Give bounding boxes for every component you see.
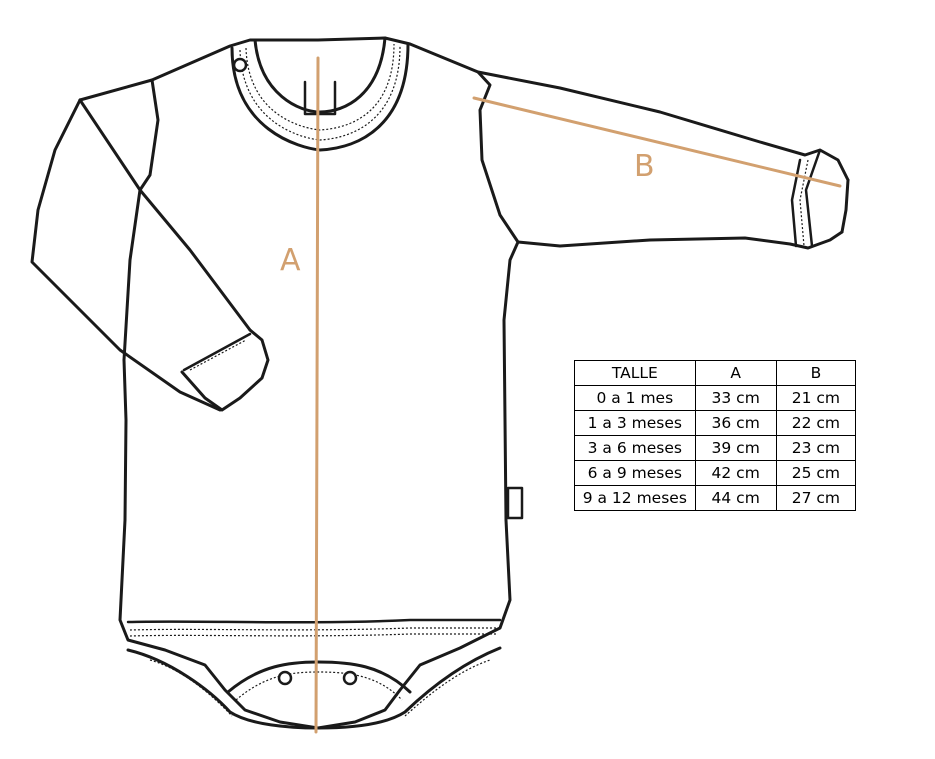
a-cell: 39 cm bbox=[694, 435, 777, 461]
right-cuff-edge bbox=[840, 178, 850, 234]
size-cell: 9 a 12 meses bbox=[574, 485, 696, 511]
left-cuff-stitch bbox=[189, 339, 247, 371]
b-cell: 22 cm bbox=[775, 410, 857, 436]
left-cuff-inner bbox=[182, 332, 252, 372]
hem-stitch-1 bbox=[129, 627, 498, 631]
size-cell: 3 a 6 meses bbox=[574, 435, 696, 461]
header-talle: TALLE bbox=[574, 360, 696, 386]
table-row: 3 a 6 meses 39 cm 23 cm bbox=[574, 435, 857, 461]
hem-stitch-2 bbox=[129, 633, 498, 637]
measure-line-b bbox=[472, 96, 842, 188]
dimension-label-a: A bbox=[280, 243, 301, 278]
b-cell: 25 cm bbox=[775, 460, 857, 486]
header-a: A bbox=[694, 360, 777, 386]
b-cell: 23 cm bbox=[775, 435, 857, 461]
right-sleeve-bottom bbox=[516, 230, 844, 250]
table-row: 9 a 12 meses 44 cm 27 cm bbox=[574, 485, 857, 511]
collar-inner bbox=[253, 36, 387, 114]
crotch-snap-left bbox=[277, 670, 293, 686]
bodysuit-outline bbox=[78, 36, 520, 730]
left-sleeve-top bbox=[78, 98, 252, 332]
a-cell: 33 cm bbox=[694, 385, 777, 411]
left-sleeve bbox=[30, 98, 222, 412]
left-cuff bbox=[180, 328, 270, 412]
left-leg-opening bbox=[126, 648, 320, 730]
collar-stitch-1 bbox=[239, 45, 401, 141]
right-leg-opening bbox=[316, 646, 502, 730]
crotch-stitch bbox=[235, 671, 403, 701]
right-cuff-seam-2 bbox=[804, 148, 822, 248]
size-cell: 6 a 9 meses bbox=[574, 460, 696, 486]
a-cell: 42 cm bbox=[694, 460, 777, 486]
a-cell: 36 cm bbox=[694, 410, 777, 436]
size-table: TALLE A B 0 a 1 mes 33 cm 21 cm 1 a 3 me… bbox=[574, 360, 857, 511]
collar-outer bbox=[230, 42, 410, 152]
size-table-header-row: TALLE A B bbox=[574, 360, 857, 386]
left-body-edge bbox=[122, 78, 160, 362]
table-row: 0 a 1 mes 33 cm 21 cm bbox=[574, 385, 857, 411]
size-cell: 1 a 3 meses bbox=[574, 410, 696, 436]
b-cell: 21 cm bbox=[775, 385, 857, 411]
crotch-snap-right bbox=[342, 670, 358, 686]
header-b: B bbox=[775, 360, 857, 386]
bottom-hem bbox=[126, 618, 502, 624]
measure-line-a bbox=[314, 56, 320, 734]
table-row: 6 a 9 meses 42 cm 25 cm bbox=[574, 460, 857, 486]
right-cuff-seam bbox=[790, 158, 802, 248]
crotch-flap bbox=[226, 660, 412, 694]
a-cell: 44 cm bbox=[694, 485, 777, 511]
dimension-label-b: B bbox=[634, 149, 655, 184]
side-tag bbox=[506, 486, 524, 520]
left-leg-stitch bbox=[149, 659, 233, 717]
shoulder-snap bbox=[232, 57, 248, 73]
right-cuff-stitch bbox=[799, 159, 809, 247]
size-cell: 0 a 1 mes bbox=[574, 385, 696, 411]
right-leg-stitch bbox=[404, 659, 491, 717]
collar-stitch-2 bbox=[245, 43, 395, 131]
neck-tag bbox=[303, 80, 337, 116]
table-row: 1 a 3 meses 36 cm 22 cm bbox=[574, 410, 857, 436]
b-cell: 27 cm bbox=[775, 485, 857, 511]
right-sleeve-top bbox=[476, 70, 850, 182]
